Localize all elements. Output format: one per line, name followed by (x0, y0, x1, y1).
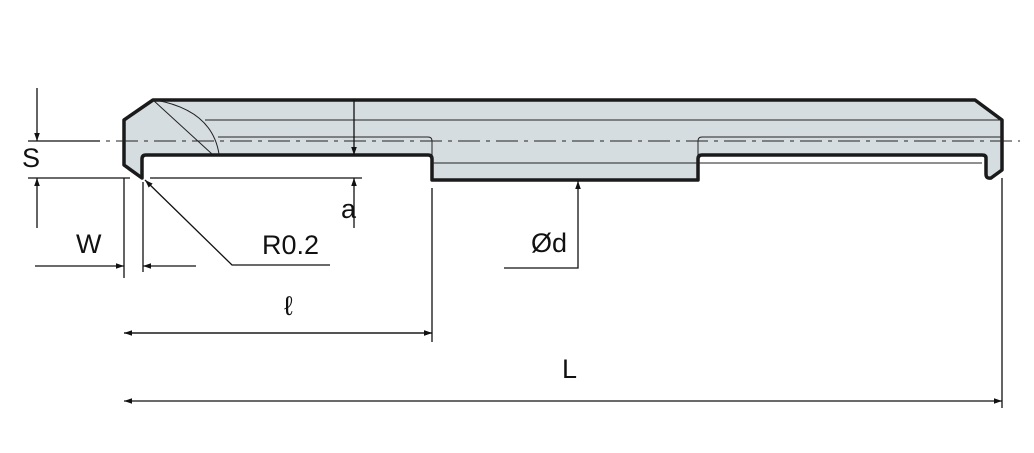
label-radius: R0.2 (262, 230, 319, 260)
label-a: a (341, 194, 357, 224)
diameter-callout: Ød (504, 181, 581, 269)
dimension-l: ℓ (124, 188, 433, 342)
internal-lines (152, 99, 1002, 164)
dimension-a: a (150, 100, 362, 228)
pin-body (122, 98, 1004, 182)
dimension-s: S (22, 88, 130, 228)
dimension-w: W (35, 178, 196, 278)
label-s: S (22, 143, 40, 173)
label-w: W (76, 229, 102, 259)
radius-callout: R0.2 (144, 179, 330, 266)
label-l: ℓ (284, 291, 293, 321)
label-L: L (562, 354, 577, 384)
dimension-L: L (124, 178, 1003, 408)
label-diameter: Ød (531, 228, 567, 258)
